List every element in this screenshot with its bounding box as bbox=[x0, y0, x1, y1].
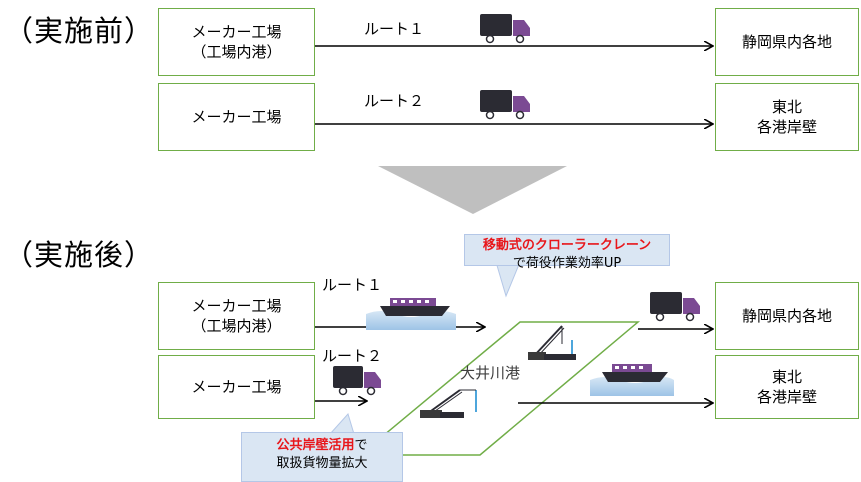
callout-quay-text-line2: 取扱貨物量拡大 bbox=[276, 455, 368, 471]
truck-icon bbox=[480, 90, 530, 120]
before-dest-shizuoka: 静岡県内各地 bbox=[715, 8, 859, 76]
down-arrow-icon bbox=[378, 166, 567, 214]
before-route2-label: ルート２ bbox=[364, 92, 425, 110]
after-source-factory: メーカー工場 bbox=[158, 355, 315, 419]
ship-icon bbox=[590, 364, 674, 396]
truck-icon bbox=[333, 366, 381, 396]
before-source-factory-port: メーカー工場 （工場内港） bbox=[158, 8, 315, 76]
before-source-factory: メーカー工場 bbox=[158, 83, 315, 151]
callout-crane: 移動式のクローラークレーン で荷役作業効率UP bbox=[464, 234, 670, 271]
callout-public-quay: 公共岸壁活用で 取扱貨物量拡大 bbox=[241, 432, 403, 482]
before-dest-tohoku: 東北 各港岸壁 bbox=[715, 83, 859, 151]
crawler-crane-icon bbox=[420, 389, 477, 418]
section-label-after: （実施後） bbox=[4, 238, 155, 272]
callout-quay-text-inline: で bbox=[354, 438, 368, 453]
callout-crane-text: で荷役作業効率UP bbox=[512, 255, 622, 271]
callout-crane-highlight: 移動式のクローラークレーン bbox=[482, 238, 652, 253]
after-dest-shizuoka: 静岡県内各地 bbox=[715, 282, 859, 350]
truck-icon bbox=[650, 292, 700, 322]
callout-bottom-pointer bbox=[328, 413, 355, 435]
after-dest-tohoku: 東北 各港岸壁 bbox=[715, 355, 859, 419]
section-label-before: （実施前） bbox=[4, 14, 155, 48]
truck-icon bbox=[480, 14, 530, 44]
before-route1-label: ルート１ bbox=[364, 20, 425, 38]
after-source-factory-port: メーカー工場 （工場内港） bbox=[158, 282, 315, 350]
crawler-crane-icon bbox=[528, 325, 576, 360]
after-route1-label: ルート１ bbox=[322, 276, 383, 294]
port-label: 大井川港 bbox=[460, 364, 521, 382]
after-route2-label: ルート２ bbox=[322, 347, 383, 365]
callout-quay-highlight: 公共岸壁活用 bbox=[276, 438, 355, 453]
ship-icon bbox=[366, 298, 456, 330]
